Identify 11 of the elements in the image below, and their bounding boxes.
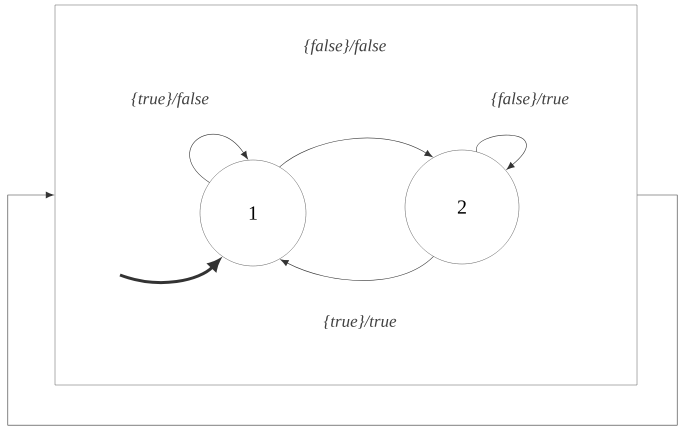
loop-arrow: [476, 134, 526, 170]
edge-label: {false}/false: [302, 38, 388, 56]
edge-label: {true}/false: [130, 91, 210, 109]
transition-arrow: [279, 138, 433, 168]
transition-arrow: [280, 256, 434, 281]
initial-arrow: [120, 258, 220, 284]
edge-label: {false}/true: [490, 91, 570, 109]
system-box: [54, 4, 638, 386]
loop-arrow: [190, 134, 248, 183]
edge-label: {true}/true: [322, 314, 398, 330]
feedback-arrow: [8, 192, 678, 426]
